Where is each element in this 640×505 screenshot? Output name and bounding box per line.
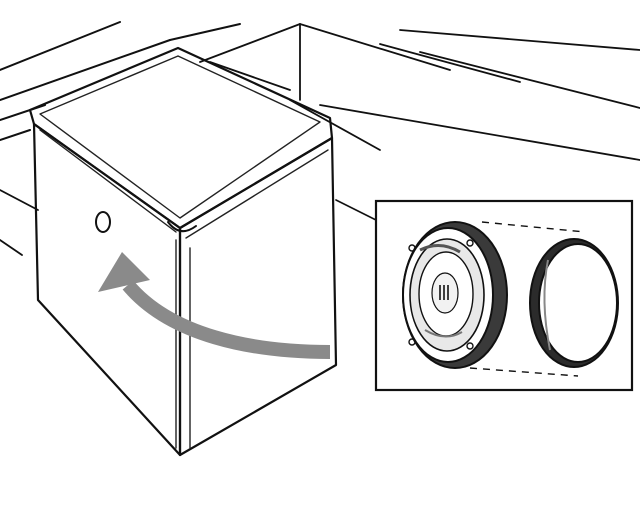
- ring-mount-icon: [402, 221, 508, 369]
- detail-panel: [374, 199, 634, 392]
- curved-arrow-icon: [98, 252, 331, 359]
- box-right-face: [178, 136, 338, 457]
- circular-hole-icon: [95, 211, 111, 233]
- background-lines: [0, 21, 640, 256]
- box-top: [28, 46, 334, 230]
- cover-disc-icon: [529, 238, 619, 368]
- box: [28, 46, 338, 457]
